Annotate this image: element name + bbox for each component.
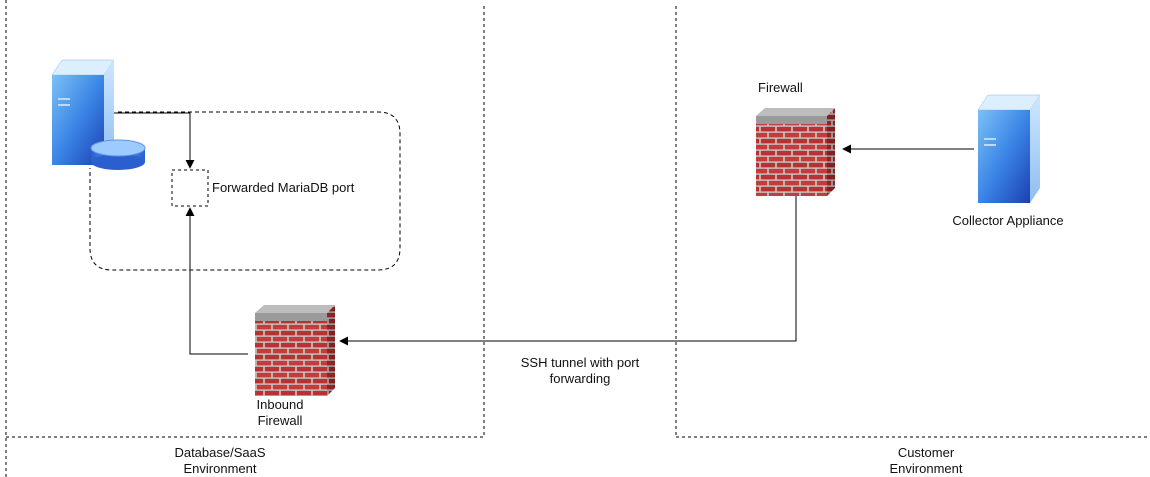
database-icon <box>90 139 146 170</box>
database-saas-environment-boundary <box>5 0 485 477</box>
server-group-container <box>89 111 401 271</box>
forwarded-port-box <box>171 169 209 207</box>
brick-firewall-icon <box>756 108 835 196</box>
collector-label: Collector Appliance <box>952 213 1064 228</box>
db-env-label-line2: Environment <box>183 461 257 476</box>
inbound-firewall-label-line1: Inbound <box>256 397 304 412</box>
customer-env-label-line2: Environment <box>889 461 963 476</box>
ssh-tunnel-label-line2: forwarding <box>549 371 611 386</box>
server-to-port-arrow <box>113 112 195 169</box>
inbound-firewall-label-line2: Firewall <box>257 413 303 428</box>
customer-environment-boundary <box>675 6 1150 438</box>
brick-firewall-icon <box>255 305 335 396</box>
inbound-firewall-label: Inbound Firewall <box>242 397 318 429</box>
server-icon <box>51 59 115 165</box>
customer-environment-label: Customer Environment <box>856 445 996 477</box>
right-firewall-label: Firewall <box>758 80 803 95</box>
customer-env-label-line1: Customer <box>897 445 955 460</box>
db-env-label-line1: Database/SaaS <box>174 445 266 460</box>
forwarded-port-label: Forwarded MariaDB port <box>212 180 355 195</box>
ssh-tunnel-label: SSH tunnel with port forwarding <box>500 355 660 387</box>
collector-server-icon <box>977 94 1041 203</box>
connectors <box>113 112 974 355</box>
ssh-tunnel-arrow <box>339 196 797 346</box>
ssh-tunnel-label-line1: SSH tunnel with port <box>520 355 640 370</box>
database-saas-environment-label: Database/SaaS Environment <box>150 445 290 477</box>
inbound-firewall-to-port-arrow <box>185 207 248 355</box>
